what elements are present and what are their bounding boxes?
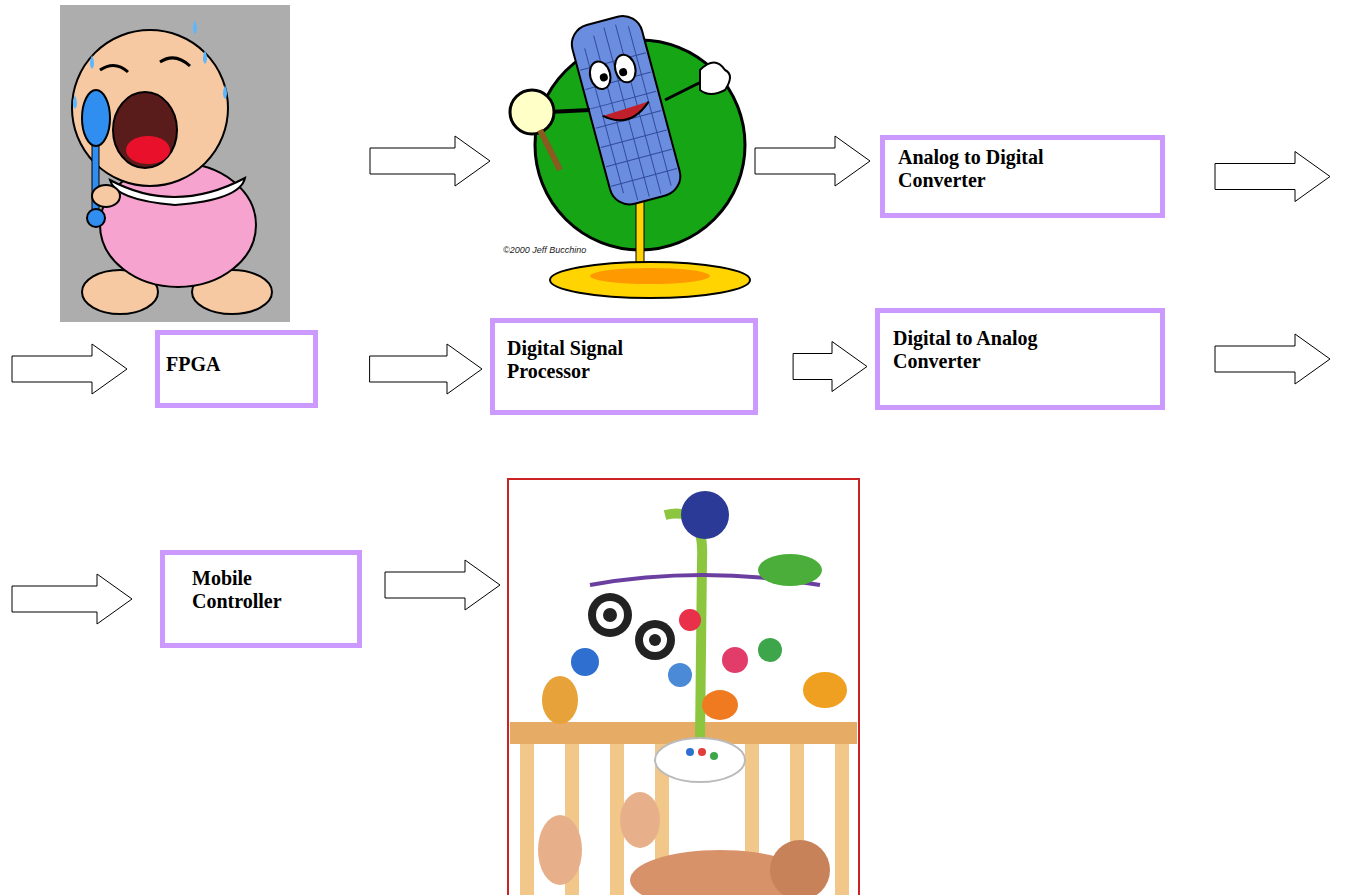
box-label: FPGA	[166, 353, 286, 376]
crib-mobile	[508, 479, 859, 895]
box-label: Analog to Digital Converter	[898, 146, 1088, 192]
box-label: Digital to Analog Converter	[893, 327, 1083, 373]
process-box: Analog to Digital Converter	[880, 135, 1165, 218]
process-box: FPGA	[155, 330, 318, 408]
box-label: Digital Signal Processor	[507, 337, 687, 383]
flow-arrow	[793, 342, 867, 392]
process-box: Digital Signal Processor	[490, 318, 758, 415]
copyright-note: ©2000 Jeff Bucchino	[503, 245, 586, 256]
microphone-cartoon	[510, 12, 750, 298]
process-box: Digital to Analog Converter	[875, 308, 1165, 410]
crying-baby	[60, 5, 290, 322]
process-box: Mobile Controller	[160, 550, 362, 648]
flow-arrow	[370, 344, 482, 394]
box-label: Mobile Controller	[192, 567, 312, 613]
